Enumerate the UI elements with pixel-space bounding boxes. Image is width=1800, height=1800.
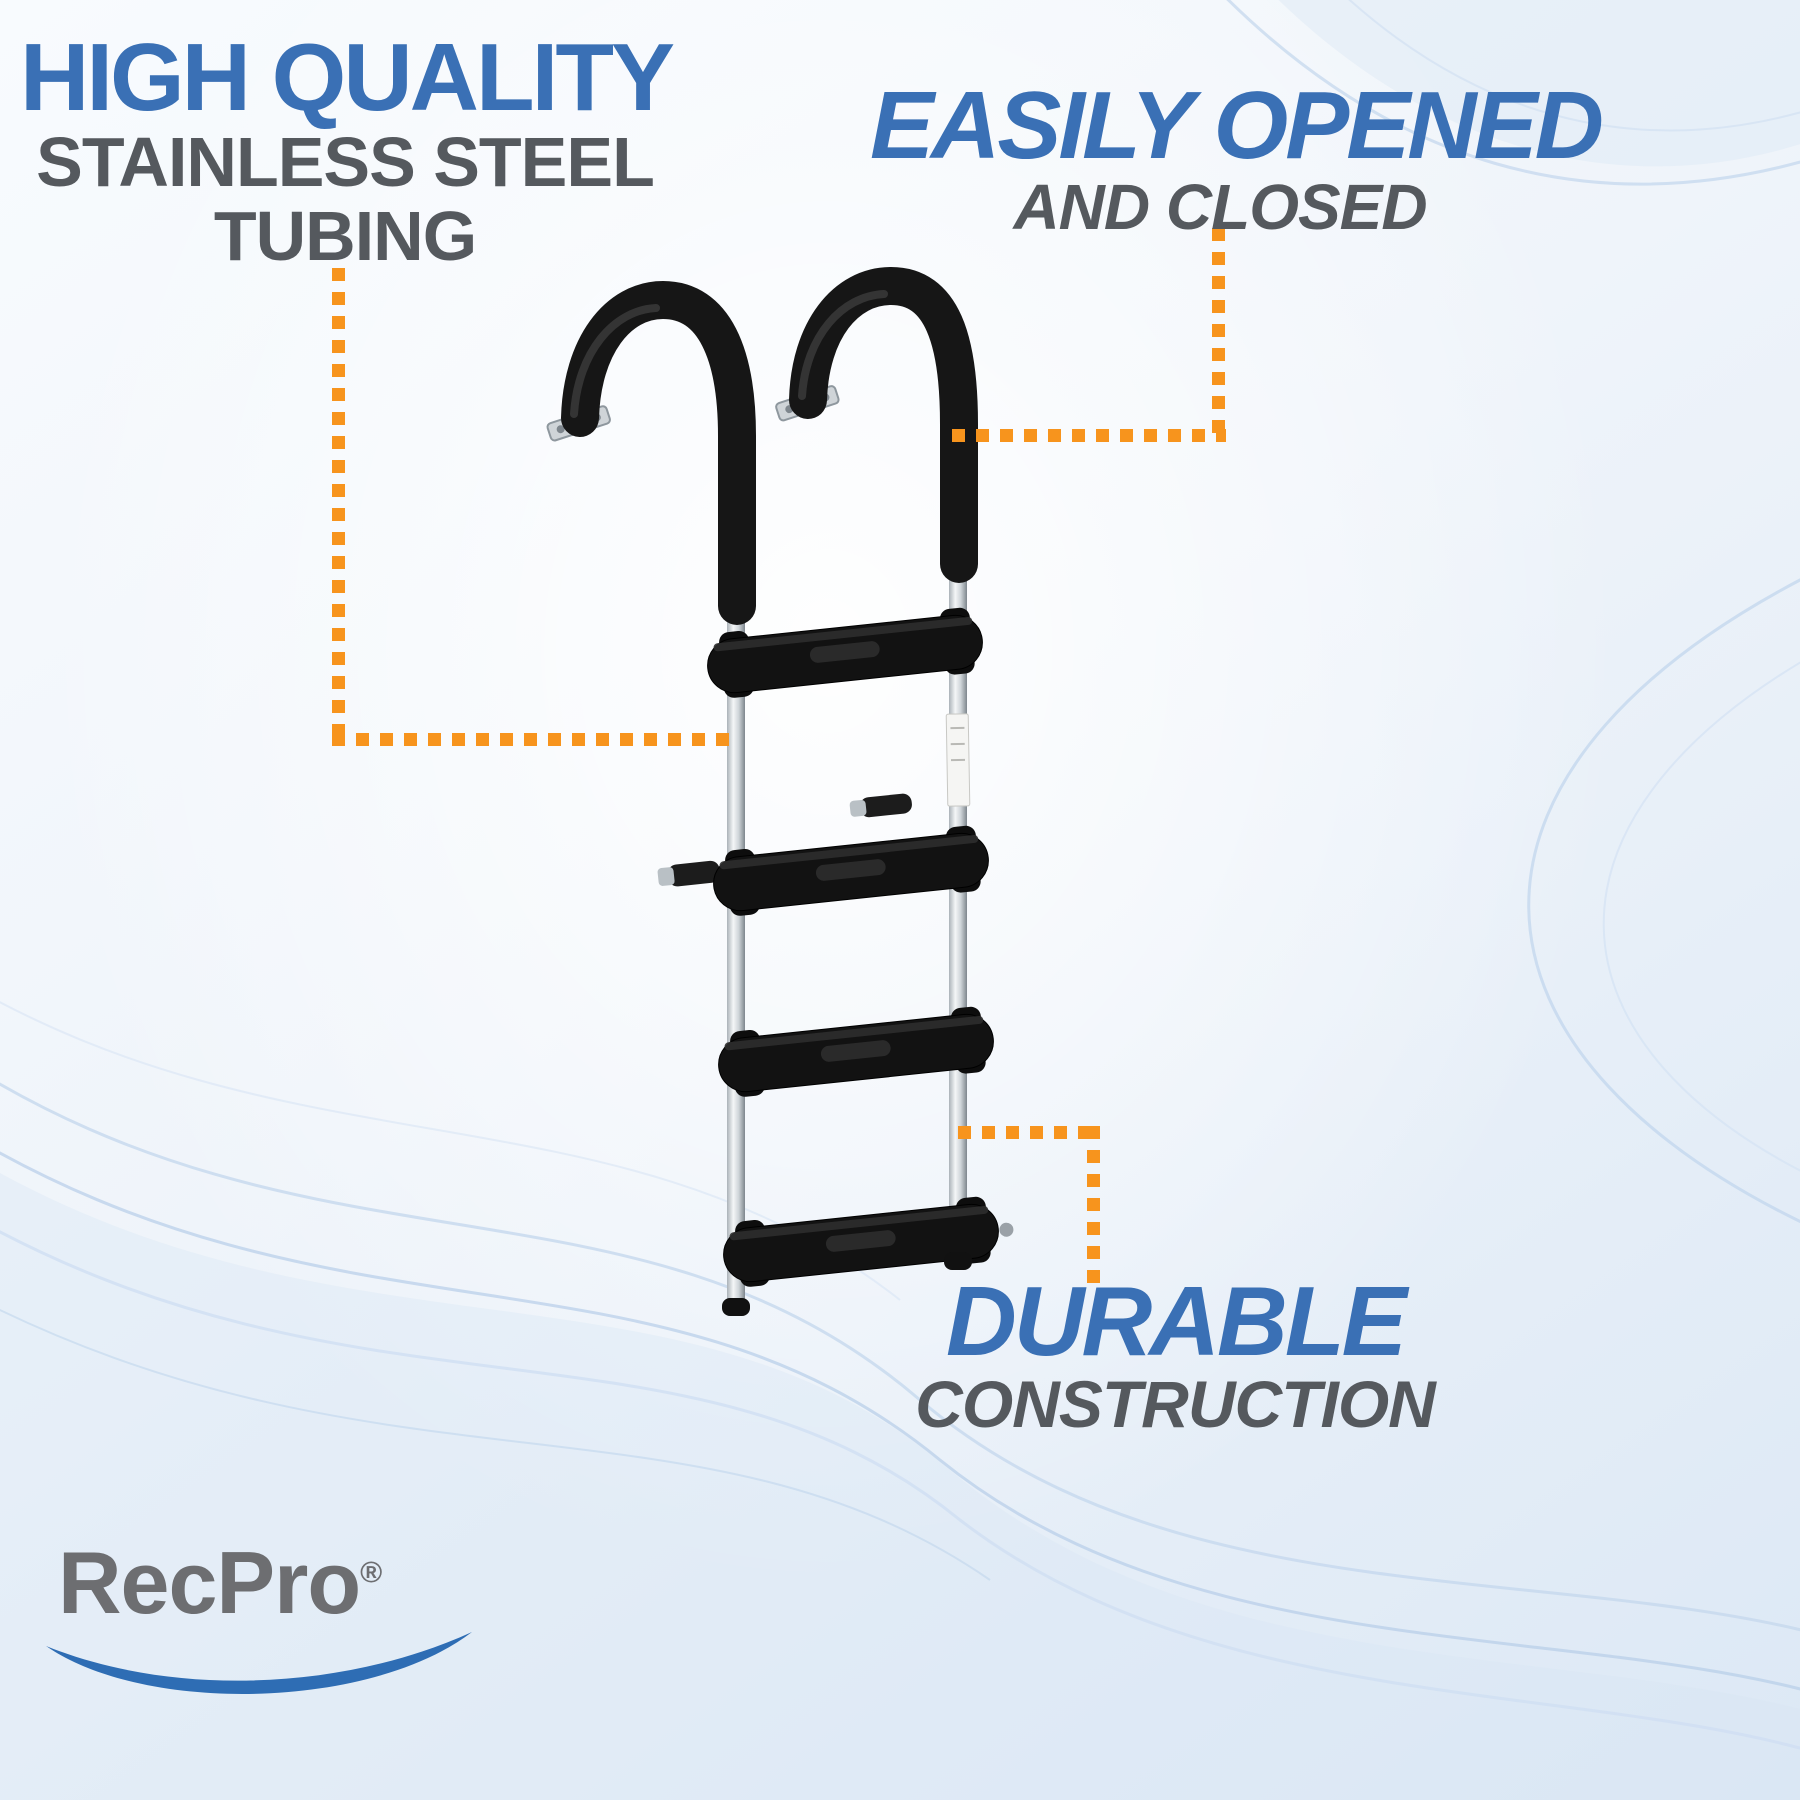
callout-opened: EASILY OPENED AND CLOSED [870,72,1604,243]
step-1 [707,607,983,698]
step-2 [713,825,989,916]
callout-tubing-title: HIGH QUALITY [20,24,675,131]
callout-opened-subtitle: AND CLOSED [1013,171,1427,243]
tubing-callout-line-vertical [332,268,345,746]
opened-callout-line-horizontal [952,429,1226,442]
callout-durable-subtitle: CONSTRUCTION [915,1367,1436,1441]
opened-callout-line-vertical [1212,228,1225,442]
step-4 [723,1196,1014,1287]
right-hinge-knob [849,793,912,818]
recpro-logo: RecPro® [46,1532,518,1694]
callout-tubing-line2: TUBING [213,196,477,275]
durable-callout-line-vertical [1087,1126,1100,1288]
right-hook-handle [775,266,978,583]
callout-tubing: HIGH QUALITY STAINLESS STEEL TUBING [20,24,675,275]
left-rail-cap [722,1298,750,1316]
callout-opened-title: EASILY OPENED [870,72,1604,179]
recpro-logo-name: RecPro [58,1533,361,1632]
logo-swoosh-icon [46,1632,472,1694]
registered-trademark-symbol: ® [360,1556,382,1590]
left-hinge-knob [657,860,721,887]
durable-callout-line-horizontal [958,1126,1100,1139]
step-3 [718,1006,994,1097]
callout-durable: DURABLE CONSTRUCTION [850,1272,1500,1439]
rail-label-sticker [945,713,971,807]
left-hook-handle [546,280,756,625]
right-rail-cap [944,1252,972,1270]
callout-durable-title: DURABLE [945,1266,1407,1376]
left-rail [727,580,745,1308]
tubing-callout-line-horizontal [332,733,740,746]
recpro-logo-text: RecPro® [58,1532,518,1634]
callout-tubing-line1: STAINLESS STEEL [36,123,655,201]
